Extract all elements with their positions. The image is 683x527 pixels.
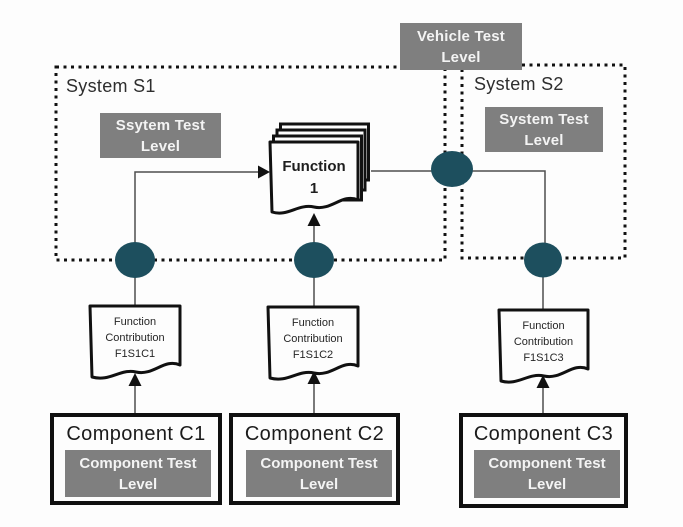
connector-s2-elbow (452, 170, 546, 260)
component-box-c1: Component C1 Component Test Level (50, 413, 222, 505)
junction-node-2 (294, 242, 334, 278)
function-document (268, 140, 360, 215)
system-s2-test-level-label: System Test Level (499, 110, 589, 149)
junction-node-1 (115, 242, 155, 278)
connector-s1-to-function (134, 171, 259, 260)
arrow-into-function-left-icon (258, 165, 270, 179)
function-doc-label: Function 1 (270, 156, 358, 200)
component-box-c3: Component C3 Component Test Level (459, 413, 628, 508)
junction-node-4 (524, 242, 562, 278)
component-c2-test-level-box: Component Test Level (246, 450, 392, 497)
function-doc-line2: 1 (309, 180, 319, 197)
system-s2-test-level-box: System Test Level (485, 107, 603, 152)
contribution-doc-label-3: Function Contribution F1S1C3 (513, 320, 574, 364)
component-c1-test-level-label: Component Test Level (79, 454, 197, 493)
vehicle-test-level-label: Vehicle Test Level (417, 27, 505, 66)
component-box-c2: Component C2 Component Test Level (229, 413, 400, 505)
component-c2-test-level-label: Component Test Level (260, 454, 378, 493)
contribution-doc-label-2: Function Contribution F1S1C2 (283, 317, 343, 361)
junction-node-3 (431, 151, 473, 187)
component-c3-test-level-label: Component Test Level (488, 455, 606, 493)
arrow-into-contribution2-icon (307, 371, 321, 384)
contribution-document-2 (266, 305, 360, 381)
arrow-into-contribution3-icon (536, 375, 550, 388)
contribution-doc-label-1: Function Contribution F1S1C1 (105, 316, 165, 360)
contribution-document-3 (497, 308, 590, 384)
contribution-document-1 (88, 304, 182, 380)
system-s1-label: System S1 (66, 76, 156, 96)
component-c1-test-level-box: Component Test Level (65, 450, 211, 497)
vehicle-test-level-box: Vehicle Test Level (400, 23, 522, 70)
component-c2-title: Component C2 (244, 423, 385, 445)
component-c3-title: Component C3 (473, 423, 614, 445)
component-c1-title: Component C1 (66, 423, 206, 445)
system-s1-boundary (54, 65, 447, 262)
arrow-into-contribution1-icon (128, 373, 142, 386)
system-s2-label: System S2 (474, 74, 564, 94)
function-doc-line1: Function (282, 158, 346, 175)
system-s1-test-level-label: Ssytem Test Level (115, 116, 206, 155)
system-s1-test-level-box: Ssytem Test Level (100, 113, 221, 158)
component-c3-test-level-box: Component Test Level (474, 450, 620, 498)
arrow-into-function-bottom-icon (307, 213, 321, 226)
